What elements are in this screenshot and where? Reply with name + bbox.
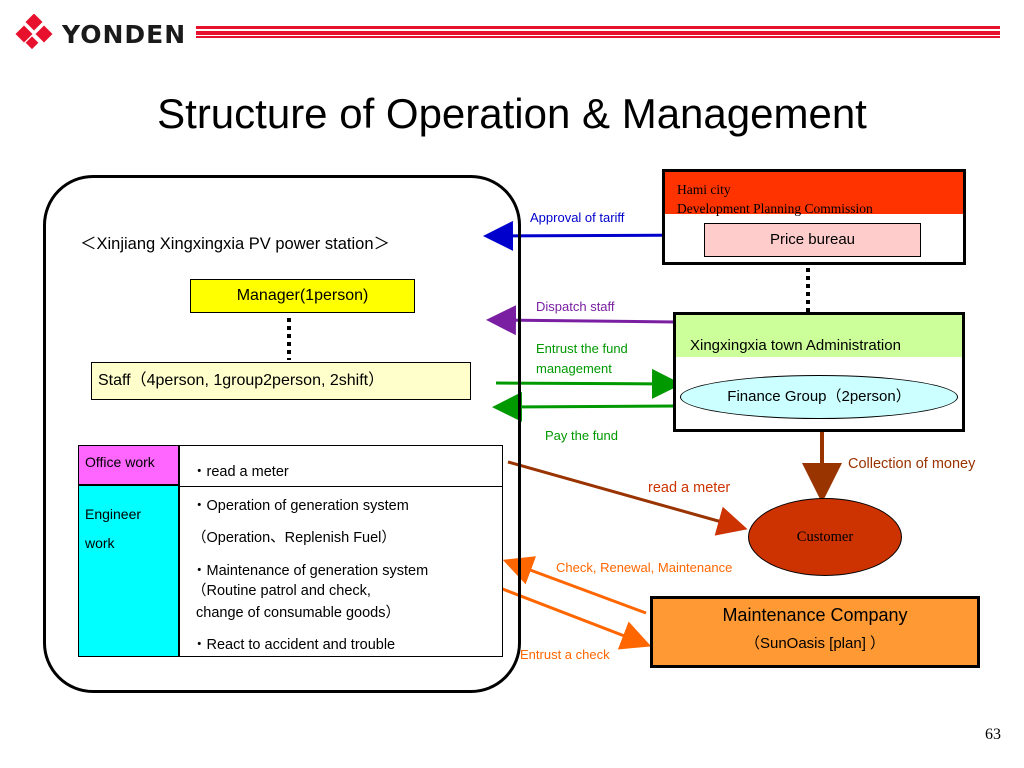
- customer-ellipse: Customer: [748, 498, 902, 576]
- task-list: ・read a meter ・Operation of generation s…: [179, 445, 503, 657]
- town-admin-header: [676, 315, 962, 357]
- hami-line2: Development Planning Commission: [677, 201, 873, 216]
- finance-group-ellipse: Finance Group（2person）: [680, 375, 958, 419]
- arrow-dispatch: [486, 305, 677, 336]
- read-meter-label: read a meter: [648, 480, 731, 496]
- approval-label: Approval of tariff: [530, 210, 625, 225]
- pay-fund-label: Pay the fund: [545, 428, 618, 443]
- hami-title: Hami city Development Planning Commissio…: [677, 180, 873, 218]
- task-item: ・React to accident and trouble: [192, 637, 396, 653]
- arrow-check: [502, 556, 647, 615]
- office-work-label: Office work: [78, 445, 179, 485]
- task-item: （Routine patrol and check,: [192, 583, 371, 599]
- maintenance-company-name: Maintenance Company: [722, 605, 908, 625]
- entrust-check-label: Entrust a check: [520, 647, 610, 662]
- task-item: change of consumable goods）: [192, 605, 400, 621]
- arrow-read-meter: [507, 460, 748, 536]
- arrow-entrust-fund: [495, 368, 682, 399]
- dispatch-label: Dispatch staff: [536, 299, 615, 314]
- arrow-pay-fund: [492, 391, 677, 422]
- entrust-fund-label-2: management: [536, 361, 612, 376]
- page-number: 63: [985, 726, 1001, 743]
- hami-header: [665, 172, 963, 214]
- maintenance-company-sub: （SunOasis [plan] ）: [744, 635, 886, 652]
- engineer-label-line2: work: [85, 535, 115, 551]
- logo-text: YONDEN: [62, 20, 187, 49]
- arrow-entrust-check: [499, 586, 652, 650]
- task-divider: [180, 486, 502, 487]
- manager-box: Manager(1person): [190, 279, 415, 313]
- header-rule: [196, 26, 1000, 38]
- check-label: Check, Renewal, Maintenance: [556, 560, 733, 575]
- price-bureau-box: Price bureau: [704, 223, 921, 257]
- town-admin-title: Xingxingxia town Administration: [690, 337, 901, 354]
- maintenance-company-box: Maintenance Company （SunOasis [plan] ）: [650, 596, 980, 668]
- staff-box: Staff（4person, 1group2person, 2shift）: [91, 362, 471, 400]
- engineer-label-line1: Engineer: [85, 506, 142, 522]
- collection-label: Collection of money: [848, 456, 976, 472]
- page-title: Structure of Operation & Management: [157, 90, 867, 137]
- task-item: ・read a meter: [192, 464, 289, 480]
- entrust-fund-label-1: Entrust the fund: [536, 341, 628, 356]
- task-item: ・Operation of generation system: [192, 498, 409, 514]
- hami-line1: Hami city: [677, 182, 731, 197]
- pv-station-frame: [43, 175, 521, 693]
- yonden-logo-icon: [15, 14, 53, 50]
- engineer-work-label: Engineer work: [78, 485, 179, 657]
- task-item: ・Maintenance of generation system: [192, 563, 429, 579]
- task-item: （Operation、Replenish Fuel）: [192, 530, 396, 546]
- station-title: ＜Xinjiang Xingxingxia PV power station＞: [80, 235, 390, 253]
